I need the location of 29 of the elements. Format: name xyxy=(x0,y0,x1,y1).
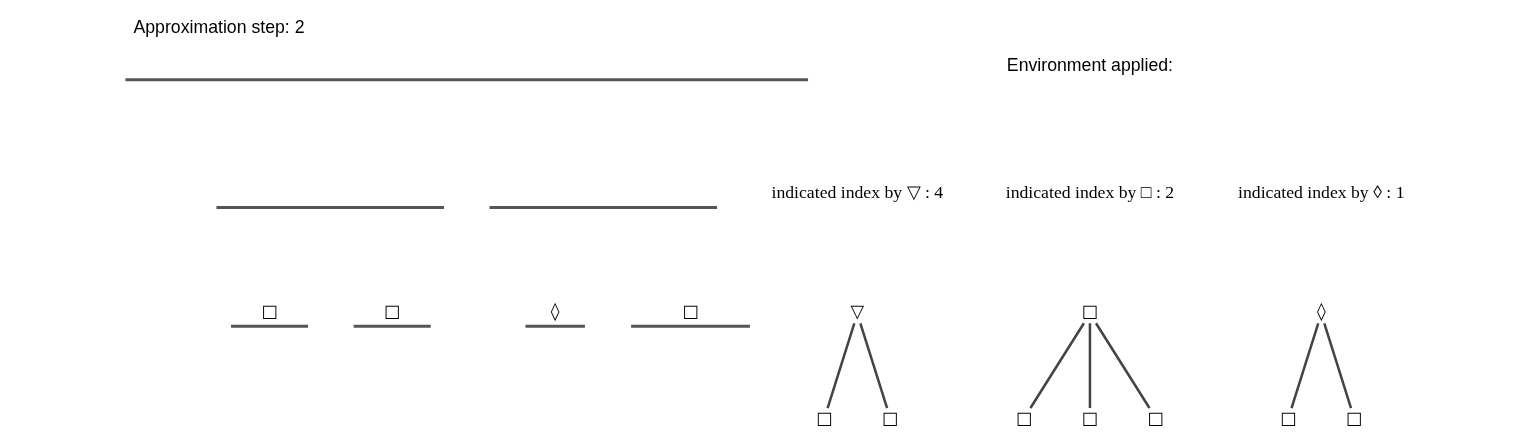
label: Environment applied: xyxy=(1006,54,1173,75)
connector xyxy=(825,322,856,408)
connector xyxy=(1322,322,1352,408)
node-text: □ xyxy=(1081,300,1098,321)
node-text: ◊ xyxy=(1316,300,1326,321)
node-text: □ xyxy=(1015,407,1033,428)
node-bar xyxy=(124,77,808,81)
label: indicated index by □ : 2 xyxy=(1005,181,1174,202)
node-bar xyxy=(489,205,717,209)
node-text: □ xyxy=(383,300,401,321)
node-text: □ xyxy=(681,300,699,321)
label: indicated index by ◊ : 1 xyxy=(1237,181,1404,202)
node-text: □ xyxy=(1081,407,1098,428)
label: indicated index by ▽ : 4 xyxy=(771,181,943,202)
node-text: □ xyxy=(881,407,899,428)
connector xyxy=(1028,322,1085,409)
node-text: □ xyxy=(815,407,833,428)
node-text: □ xyxy=(1146,407,1164,428)
connector xyxy=(1088,322,1091,408)
diagram-title: Approximation step: 2 xyxy=(132,16,305,37)
connector xyxy=(858,322,888,408)
node-text: □ xyxy=(260,300,278,321)
node-text: ▽ xyxy=(850,300,864,321)
connector xyxy=(1094,322,1150,409)
connector xyxy=(1289,322,1319,408)
node-bar xyxy=(215,205,444,209)
node-text: □ xyxy=(1279,407,1297,428)
node-text: ◊ xyxy=(550,300,560,321)
node-text: □ xyxy=(1345,407,1362,428)
